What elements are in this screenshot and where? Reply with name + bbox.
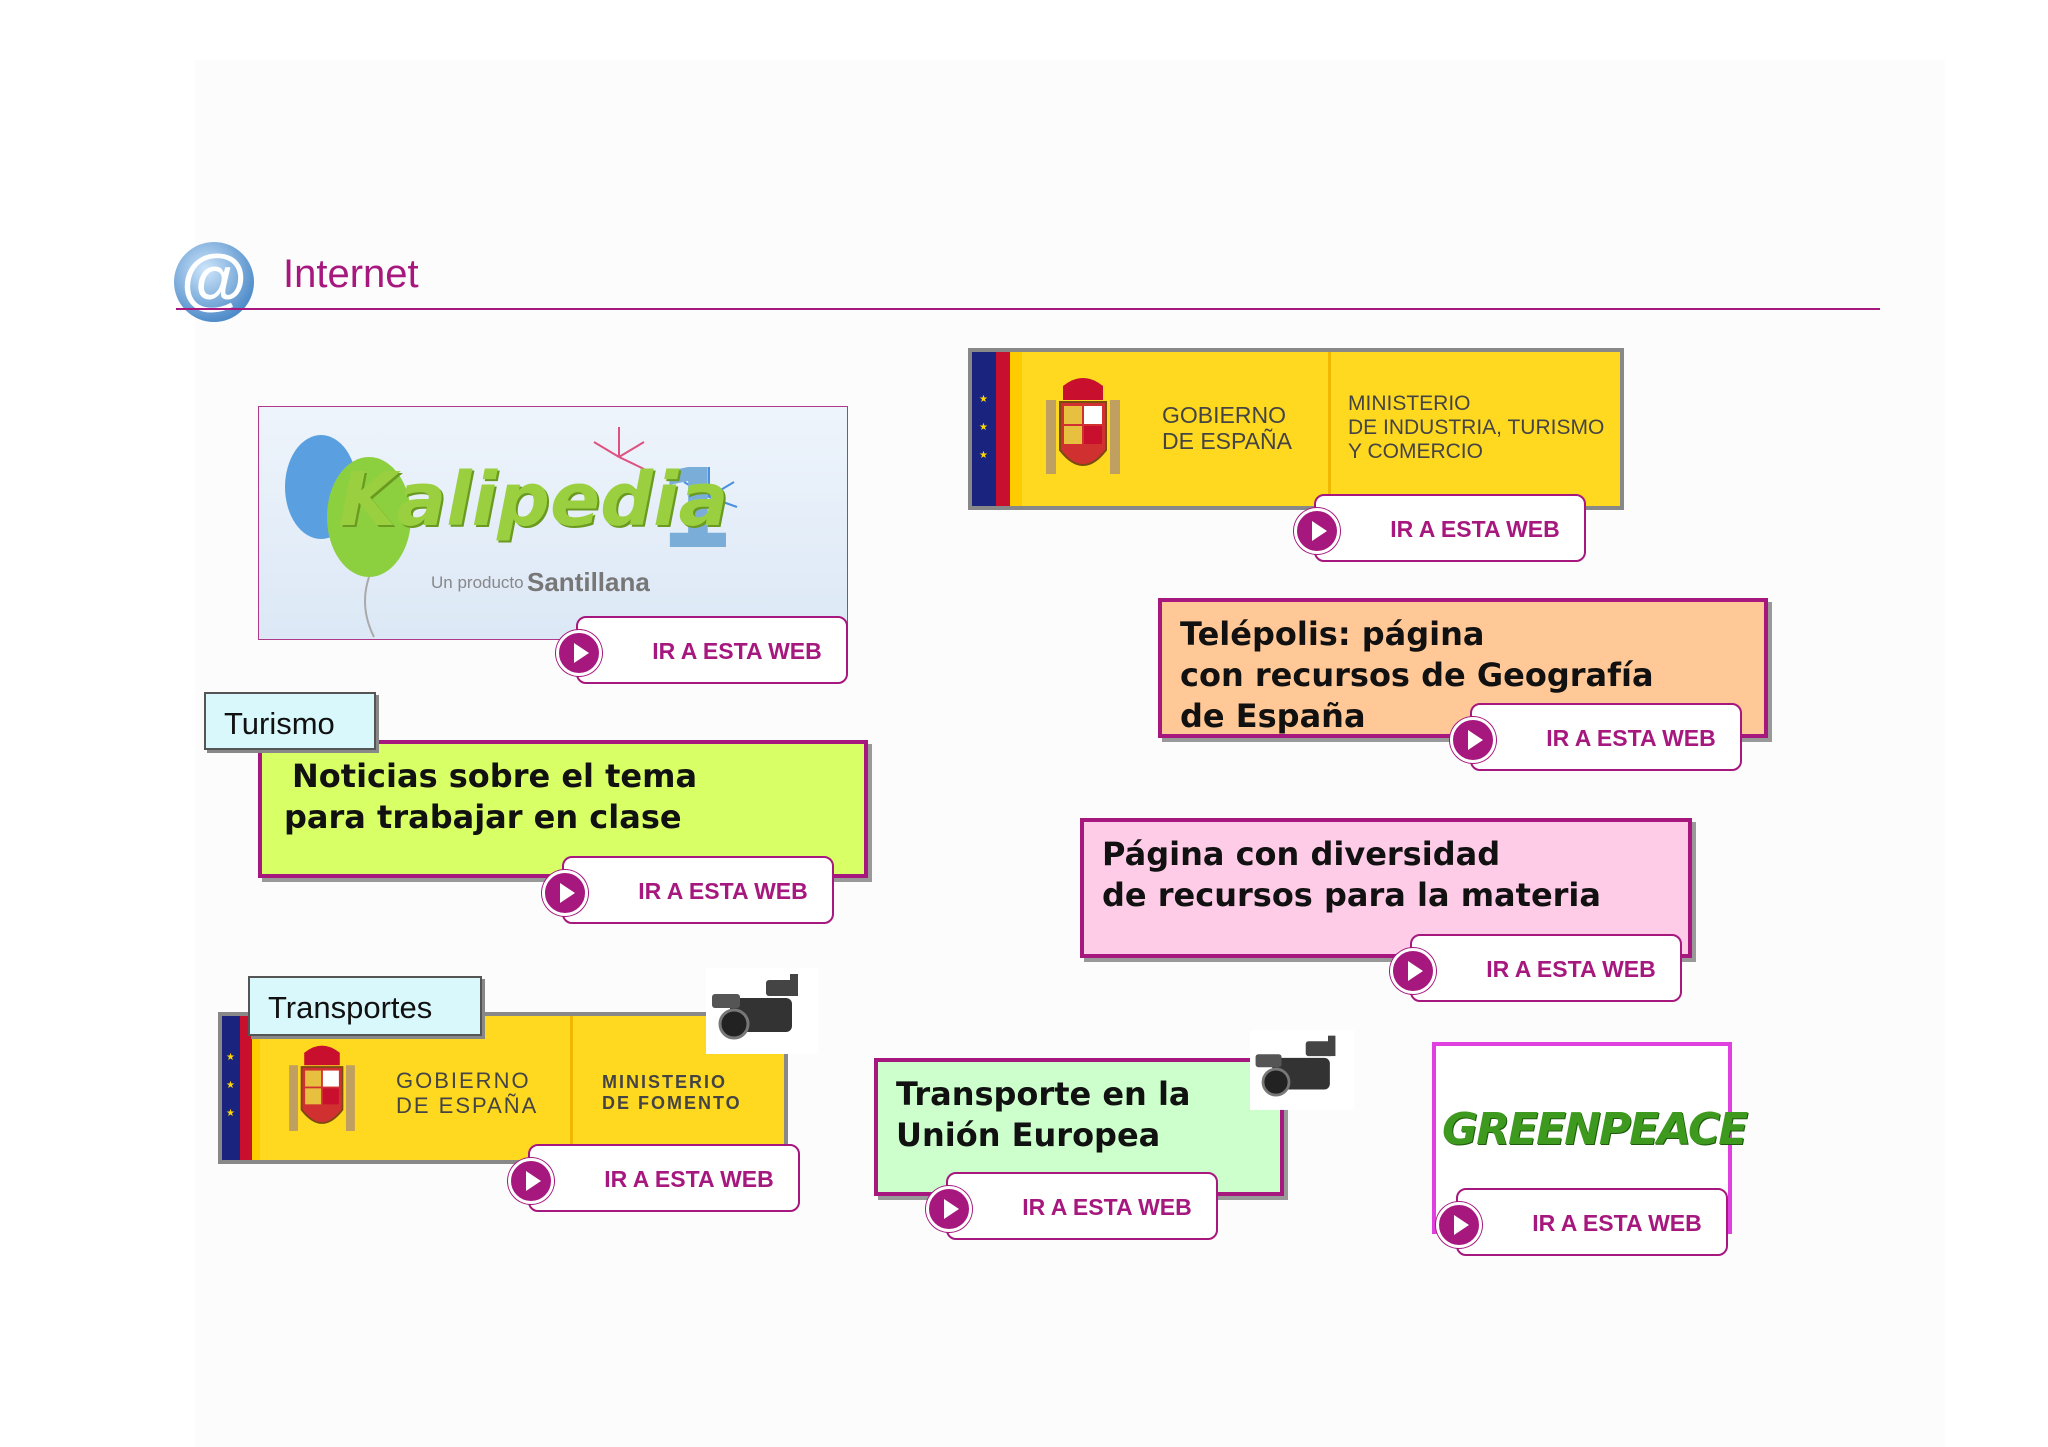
diversidad-line-2: de recursos para la materia [1102,876,1601,914]
coat-of-arms-icon [1046,378,1120,474]
go-button-telepolis[interactable]: IR A ESTA WEB [1450,703,1742,771]
go-button-label: IR A ESTA WEB [638,878,808,904]
eu-spain-flag-strip: ★ ★ ★ [222,1016,260,1160]
go-button-fomento[interactable]: IR A ESTA WEB [508,1144,800,1212]
go-button-label: IR A ESTA WEB [1022,1194,1192,1220]
telepolis-line-2: con recursos de Geografía [1180,656,1654,694]
go-button-label: IR A ESTA WEB [652,638,822,664]
go-button-label: IR A ESTA WEB [1532,1210,1702,1236]
kalipedia-subtitle-prefix: Un producto [431,573,524,592]
go-button-label: IR A ESTA WEB [1390,516,1560,542]
gov-name-line1: GOBIERNO [396,1068,531,1093]
telepolis-line-1: Telépolis: página [1180,615,1485,653]
play-arrow-icon [926,1186,972,1232]
play-arrow-icon [542,870,588,916]
header-divider [176,308,1880,310]
play-arrow-icon [1390,948,1436,994]
transporte-ue-line-1: Transporte en la [896,1075,1191,1113]
turismo-line-2: para trabajar en clase [284,798,682,836]
go-button-label: IR A ESTA WEB [1486,956,1656,982]
ministry-name-line2: DE FOMENTO [602,1092,742,1113]
turismo-line-1: Noticias sobre el tema [292,757,698,795]
ministry-name: MINISTERIO DE FOMENTO [602,1072,742,1113]
telepolis-line-3: de España [1180,697,1366,735]
play-arrow-icon [1436,1202,1482,1248]
go-button-label: IR A ESTA WEB [604,1166,774,1192]
gov-name-line1: GOBIERNO [1162,402,1286,428]
go-button-transporte-ue[interactable]: IR A ESTA WEB [926,1172,1218,1240]
play-arrow-icon [1450,717,1496,763]
go-button-label: IR A ESTA WEB [1546,725,1716,751]
go-button-turismo[interactable]: IR A ESTA WEB [542,856,834,924]
play-arrow-icon [556,630,602,676]
video-camera-icon [706,968,818,1054]
go-button-diversidad[interactable]: IR A ESTA WEB [1390,934,1682,1002]
svg-text:1: 1 [657,445,734,573]
greenpeace-logo-text: GREENPEACE [1442,1104,1748,1155]
go-button-industria[interactable]: IR A ESTA WEB [1294,494,1586,562]
gov-name: GOBIERNO DE ESPAÑA [1162,402,1292,455]
gov-name: GOBIERNO DE ESPAÑA [396,1068,538,1119]
page-title: Internet [283,252,419,296]
turismo-tag: Turismo [204,692,376,750]
gov-name-line2: DE ESPAÑA [396,1093,539,1119]
diversidad-line-1: Página con diversidad [1102,835,1501,873]
transportes-tag: Transportes [248,976,482,1036]
svg-text:@: @ [181,241,247,317]
ministry-name-line2: DE INDUSTRIA, TURISMO [1348,416,1605,440]
play-arrow-icon [508,1158,554,1204]
play-arrow-icon [1294,508,1340,554]
diversidad-card[interactable]: Página con diversidad de recursos para l… [1080,818,1692,958]
kalipedia-logo-text: Kalipedia [339,457,729,543]
video-camera-icon [1250,1030,1354,1110]
ministry-name: MINISTERIO DE INDUSTRIA, TURISMO Y COMER… [1348,392,1604,464]
transporte-ue-line-2: Unión Europea [896,1116,1161,1154]
kalipedia-logo[interactable]: 1 Kalipedia Un producto Santillana [258,406,848,640]
at-sign-icon: @ [174,241,254,322]
gov-name-line2: DE ESPAÑA [1162,428,1292,455]
turismo-card[interactable]: Noticias sobre el tema para trabajar en … [258,740,868,878]
ministry-name-line1: MINISTERIO [1348,392,1471,415]
coat-of-arms-icon [289,1045,355,1131]
kalipedia-brand: Santillana [527,567,650,597]
ministry-name-line3: Y COMERCIO [1348,440,1483,464]
gov-fomento-banner[interactable]: ★ ★ ★ GOBIERNO DE ESPAÑA MINISTERIO DE F… [218,1012,788,1164]
gov-industria-banner[interactable]: ★ ★ ★ GOBIERNO DE ESPAÑA MINISTERIO DE I… [968,348,1624,510]
kalipedia-balloons-icon: 1 [285,427,738,638]
go-button-kalipedia[interactable]: IR A ESTA WEB [556,616,848,684]
ministry-name-line1: MINISTERIO [602,1072,728,1092]
go-button-greenpeace[interactable]: IR A ESTA WEB [1436,1188,1728,1256]
eu-spain-flag-strip: ★ ★ ★ [972,352,1022,506]
